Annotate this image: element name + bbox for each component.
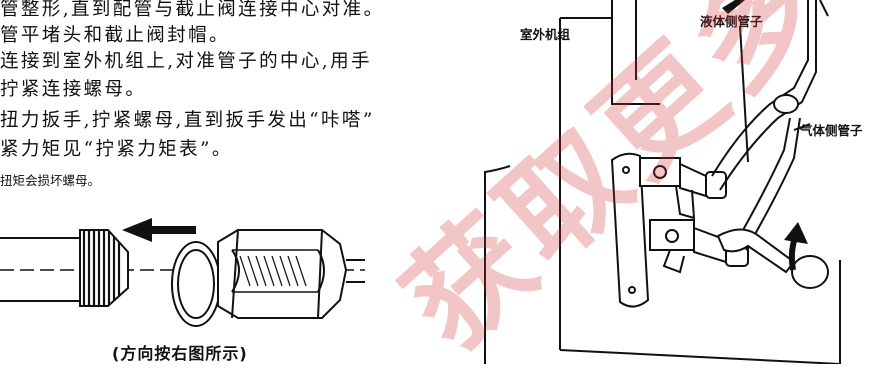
instruction-line-1: 管整形,直到配管与截止阀连接中心对准。 [0, 0, 385, 20]
liquid-pipe-label: 液体侧管子 [700, 14, 763, 29]
instruction-line-4: 拧紧连接螺母。 [0, 79, 147, 100]
instruction-line-6: 紧力矩见“拧紧力矩表”。 [0, 139, 233, 160]
instruction-line-2: 管平堵头和截止阀封帽。 [0, 25, 230, 46]
gas-pipe-label: 气体侧管子 [800, 123, 863, 138]
torque-note: 扭矩会损坏螺母。 [0, 173, 101, 188]
rotation-arrow-icon [784, 222, 808, 271]
outdoor-unit-label: 室外机组 [520, 27, 571, 42]
direction-arrow [122, 218, 196, 242]
outdoor-unit-illustration [484, 0, 841, 364]
instruction-line-5: 扭力扳手,拧紧螺母,直到扳手发出“咔嗒” [0, 110, 375, 131]
instruction-line-3: 连接到室外机组上,对准管子的中心,用手 [0, 51, 372, 72]
flare-nut-illustration [0, 218, 365, 327]
direction-caption: (方向按右图所示) [112, 344, 248, 363]
